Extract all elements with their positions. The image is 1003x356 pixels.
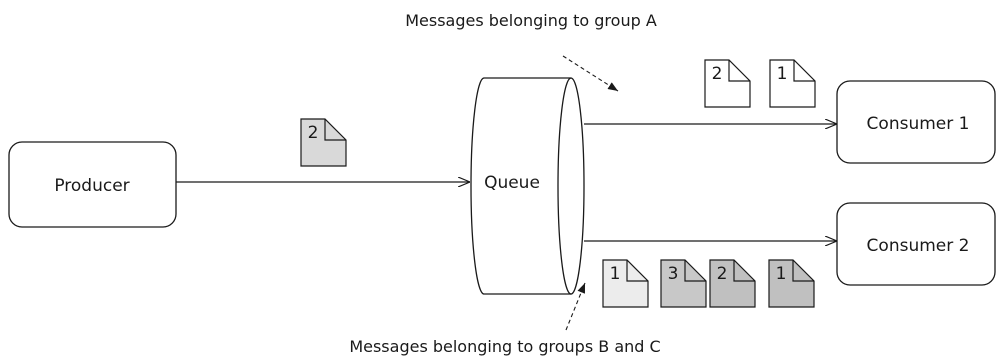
consumer1-message-doc-1: 1 (769, 59, 816, 108)
groups-bc-label: Messages belonging to groups B and C (349, 337, 660, 356)
group-a-label: Messages belonging to group A (405, 11, 657, 30)
doc-fold (793, 60, 815, 82)
doc-shape (300, 118, 347, 167)
doc-number: 2 (308, 123, 319, 143)
producer-node: Producer (8, 141, 177, 228)
doc-shape (704, 59, 751, 108)
doc-fold (684, 260, 706, 282)
doc-fold (626, 260, 648, 282)
doc-shape (660, 259, 707, 308)
doc-shape (602, 259, 649, 308)
doc-number: 1 (777, 64, 788, 84)
queue-cylinder-rim (557, 77, 572, 295)
consumer1-node: Consumer 1 (836, 80, 996, 164)
doc-shape (709, 259, 756, 308)
group-a-pointer (562, 55, 619, 92)
doc-number: 1 (776, 264, 787, 284)
doc-shape (769, 59, 816, 108)
producer-box (8, 141, 177, 228)
doc-fold (733, 260, 755, 282)
doc-shape (768, 259, 815, 308)
doc-fold (728, 60, 750, 82)
doc-number: 3 (668, 264, 679, 284)
groups-bc-annotation: Messages belonging to groups B and C (349, 282, 661, 356)
groups-bc-pointer (565, 282, 586, 331)
doc-number: 2 (712, 64, 723, 84)
producer-label: Producer (54, 176, 129, 196)
consumer1-label: Consumer 1 (867, 114, 970, 134)
consumer1-message-doc-2: 2 (704, 59, 751, 108)
doc-number: 1 (610, 264, 621, 284)
consumer2-message-doc-1b: 1 (768, 259, 815, 308)
consumer2-box (836, 202, 996, 286)
consumer2-message-doc-2: 2 (709, 259, 756, 308)
consumer1-box (836, 80, 996, 164)
queue-node: Queue (470, 77, 585, 295)
incoming-message-doc: 2 (300, 118, 347, 167)
doc-fold (324, 119, 346, 141)
queue-label: Queue (484, 173, 540, 193)
doc-number: 2 (717, 264, 728, 284)
consumer2-message-doc-3: 3 (660, 259, 707, 308)
doc-fold (792, 260, 814, 282)
consumer2-node: Consumer 2 (836, 202, 996, 286)
consumer2-label: Consumer 2 (867, 236, 970, 256)
consumer2-message-doc-1a: 1 (602, 259, 649, 308)
group-a-annotation: Messages belonging to group A (405, 11, 657, 92)
